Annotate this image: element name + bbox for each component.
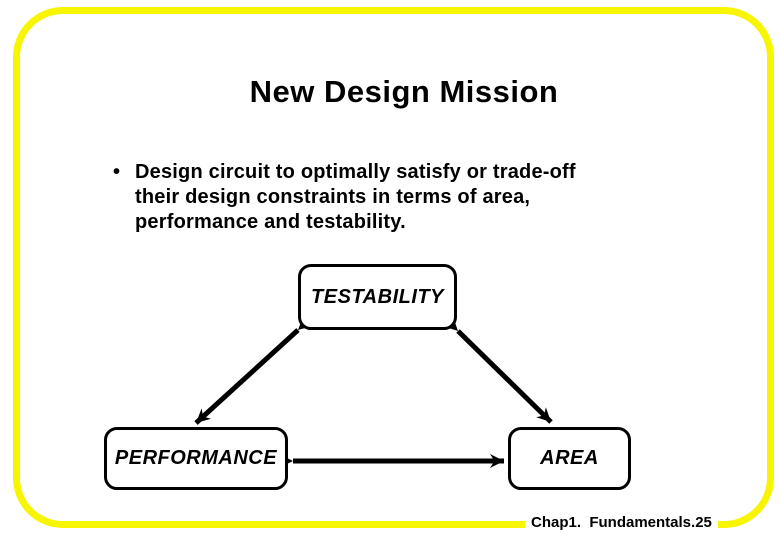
bullet-marker: • [113, 161, 121, 183]
node-performance-label: PERFORMANCE [114, 447, 278, 469]
bullet-text: Design circuit to optimally satisfy or t… [135, 161, 576, 233]
node-area: AREA [508, 427, 631, 490]
slide-footer-page-label: Chap1. Fundamentals.25 [525, 512, 718, 534]
node-performance: PERFORMANCE [104, 427, 288, 490]
bullet-item: • Design circuit to optimally satisfy or… [113, 160, 633, 235]
node-testability: TESTABILITY [298, 264, 457, 330]
node-testability-label: TESTABILITY [311, 285, 444, 308]
slide-border-frame [13, 7, 774, 528]
slide-title: New Design Mission [249, 74, 559, 109]
edge-testability-area [443, 316, 553, 424]
edge-testability-performance [194, 315, 314, 425]
node-area-label: AREA [540, 447, 599, 469]
